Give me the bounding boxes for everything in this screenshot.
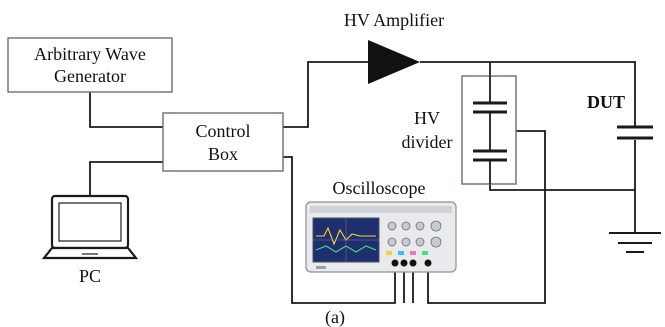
divider-label-line2: divider — [402, 132, 453, 152]
amplifier-label: HV Amplifier — [344, 10, 444, 30]
awg-label-line1: Arbitrary Wave — [34, 44, 146, 64]
awg-box-border — [7, 37, 173, 93]
oscilloscope-icon — [305, 201, 457, 273]
capacitor-icon — [617, 125, 653, 140]
hv-divider — [461, 75, 517, 185]
control-box-border — [162, 112, 284, 172]
wire-control-amplifier — [283, 61, 368, 128]
divider-box-border — [461, 75, 517, 185]
wire-pc-control — [89, 161, 163, 195]
oscilloscope-label: Oscilloscope — [333, 178, 426, 198]
control-label-line2: Box — [208, 144, 238, 164]
wire-awg-control — [89, 92, 163, 128]
dut-label: DUT — [587, 92, 625, 112]
pc-label: PC — [79, 266, 101, 286]
awg-label-line2: Generator — [54, 66, 126, 86]
control-box: Control Box — [162, 112, 284, 172]
wire-hv-bus — [420, 61, 636, 126]
amplifier-triangle-icon — [368, 40, 420, 84]
wire-divider-tap — [427, 130, 546, 304]
ground-icon — [609, 232, 661, 253]
laptop-icon — [41, 194, 139, 260]
divider-label-line1: HV — [414, 108, 440, 128]
wire-control-scope — [283, 156, 396, 304]
figure-caption: (a) — [325, 307, 345, 327]
control-label-line1: Control — [195, 121, 250, 141]
awg-box: Arbitrary Wave Generator — [7, 37, 173, 93]
